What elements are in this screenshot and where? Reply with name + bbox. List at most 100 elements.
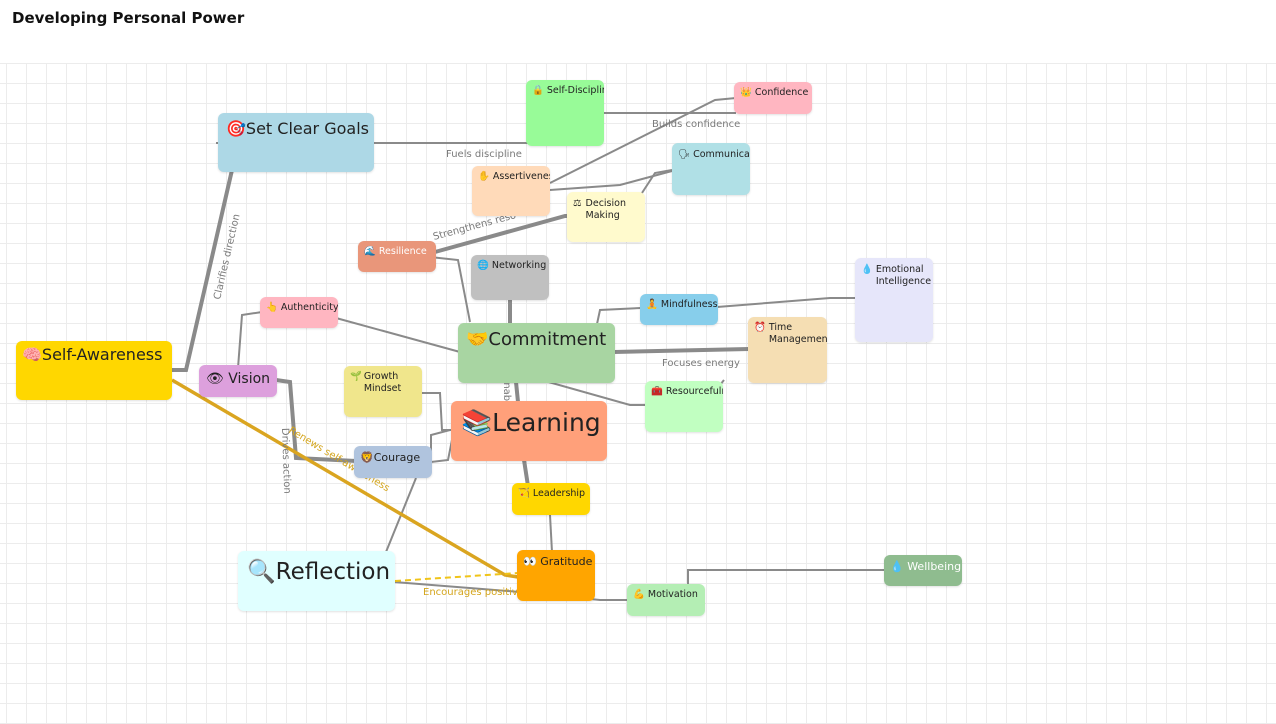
edge-leadership-gratitude — [549, 514, 553, 553]
brain-icon: 🧠 — [22, 345, 42, 364]
edge-commitment-resourceful — [544, 380, 646, 406]
page-title: Developing Personal Power — [12, 9, 245, 27]
node-label: Mindfulness — [660, 299, 718, 310]
node-resilience[interactable]: 🌊 Resilience — [358, 241, 436, 272]
node-decision-making[interactable]: ⚖Decision Making — [567, 192, 645, 242]
node-label: Reflection — [275, 559, 391, 585]
hand-icon: ✋ — [478, 171, 490, 182]
edge-learning-leadership — [522, 459, 530, 487]
node-self-discipline[interactable]: 🔒 Self-Discipline — [526, 80, 604, 146]
eyes-icon: 👀 — [523, 555, 537, 568]
edge-label-fuels: Fuels discipline — [446, 149, 522, 160]
node-authenticity[interactable]: 👆 Authenticity — [260, 297, 338, 328]
lion-icon: 🦁 — [360, 451, 374, 464]
node-motivation[interactable]: 💪 Motivation — [627, 584, 705, 616]
pointing-icon: 👆 — [266, 302, 278, 313]
node-reflection[interactable]: 🔍Reflection — [238, 551, 395, 611]
edge-courage-learning-2 — [430, 429, 451, 455]
node-vision[interactable]: 👁 Vision — [199, 365, 277, 397]
node-time-management[interactable]: ⏰Time Management — [748, 317, 827, 383]
node-label: Resilience — [378, 246, 427, 257]
node-growth-mindset[interactable]: 🌱Growth Mindset — [344, 366, 422, 417]
edge-authenticity-commitment — [335, 317, 461, 353]
node-self-awareness[interactable]: 🧠Self-Awareness — [16, 341, 172, 400]
edge-motivation-wellbeing — [687, 569, 886, 586]
node-label: Resourcefulness — [665, 386, 723, 397]
bow-arrow-icon: 🏹 — [518, 488, 530, 499]
toolbox-icon: 🧰 — [651, 386, 663, 397]
edge-mindfulness-ei — [716, 297, 856, 308]
edge-vision-courage — [275, 378, 357, 463]
seedling-icon: 🌱 — [350, 371, 362, 382]
edge-commitment-learning — [514, 381, 520, 403]
node-label: Self-Discipline — [546, 85, 604, 96]
edge-resilience-commitment — [429, 256, 471, 323]
node-label: Set Clear Goals — [245, 119, 369, 138]
crown-icon: 👑 — [740, 87, 752, 98]
edge-courage-learning — [430, 439, 453, 463]
node-assertiveness[interactable]: ✋ Assertiveness — [472, 166, 550, 216]
node-set-clear-goals[interactable]: 🎯Set Clear Goals — [218, 113, 374, 172]
node-wellbeing[interactable]: 💧 Wellbeing — [884, 555, 962, 586]
node-label: Confidence — [754, 87, 809, 98]
alarm-clock-icon: ⏰ — [754, 322, 766, 333]
handshake-icon: 🤝 — [466, 329, 489, 350]
speaking-head-icon: 🗣 — [678, 149, 691, 160]
edge-reflection-gratitude — [394, 572, 519, 582]
node-networking[interactable]: 🌐 Networking — [471, 255, 549, 300]
node-commitment[interactable]: 🤝Commitment — [458, 323, 615, 383]
edge-decision-communication — [639, 169, 673, 197]
node-confidence[interactable]: 👑 Confidence — [734, 82, 812, 114]
node-label: Self-Awareness — [41, 345, 163, 364]
node-label: Growth Mindset — [363, 371, 402, 394]
node-label: Networking — [491, 260, 547, 271]
edge-vision-authenticity — [237, 311, 263, 369]
edge-commitment-time — [613, 347, 750, 354]
edge-growth-learning — [421, 392, 452, 431]
edge-label-drives: Drives action — [279, 428, 292, 494]
droplet-icon: 💧 — [861, 264, 873, 275]
meditation-icon: 🧘 — [646, 299, 658, 310]
edge-commitment-mindfulness — [596, 307, 642, 325]
eye-icon: 👁 — [206, 371, 224, 387]
node-label: Leadership — [532, 488, 586, 499]
edge-awareness-gratitude — [171, 378, 519, 579]
node-resourcefulness[interactable]: 🧰 Resourcefulness — [645, 381, 723, 432]
target-icon: 🎯 — [226, 119, 246, 138]
node-communication[interactable]: 🗣 Communication — [672, 143, 750, 195]
edge-label-encourages: Encourages positivi — [423, 587, 521, 598]
flex-icon: 💪 — [633, 589, 645, 600]
node-label: Vision — [228, 371, 271, 387]
lock-icon: 🔒 — [532, 85, 544, 96]
node-leadership[interactable]: 🏹 Leadership — [512, 483, 590, 515]
node-label: Courage — [373, 451, 421, 464]
scales-icon: ⚖ — [573, 198, 582, 209]
node-label: Wellbeing — [907, 560, 962, 573]
edge-label-clarifies: Clarifies direction — [212, 213, 242, 301]
edge-label-enables: Enable — [501, 376, 512, 410]
node-label: Emotional Intelligence — [875, 264, 932, 287]
node-label: Gratitude — [540, 555, 593, 568]
node-courage[interactable]: 🦁Courage — [354, 446, 432, 478]
globe-icon: 🌐 — [477, 260, 489, 271]
node-label: Motivation — [647, 589, 698, 600]
edge-assert-communication — [549, 170, 673, 191]
edge-self-awareness-goals — [172, 169, 234, 372]
droplet-icon: 💧 — [890, 560, 904, 573]
node-label: Commitment — [488, 329, 607, 350]
edge-assert-confidence — [549, 97, 737, 184]
node-label: Learning — [492, 408, 601, 437]
wave-icon: 🌊 — [364, 246, 376, 257]
node-learning[interactable]: 📚Learning — [451, 401, 607, 461]
node-label: Assertiveness — [492, 171, 550, 182]
node-label: Authenticity — [280, 302, 338, 313]
node-label: Communication — [693, 149, 750, 160]
magnifier-icon: 🔍 — [247, 559, 276, 585]
edge-label-builds: Builds confidence — [652, 119, 740, 130]
node-label: Decision Making — [585, 198, 626, 221]
node-gratitude[interactable]: 👀 Gratitude — [517, 550, 595, 601]
edge-label-focuses: Focuses energy — [662, 358, 740, 369]
node-emotional-intelligence[interactable]: 💧Emotional Intelligence — [855, 258, 933, 342]
node-mindfulness[interactable]: 🧘 Mindfulness — [640, 294, 718, 325]
